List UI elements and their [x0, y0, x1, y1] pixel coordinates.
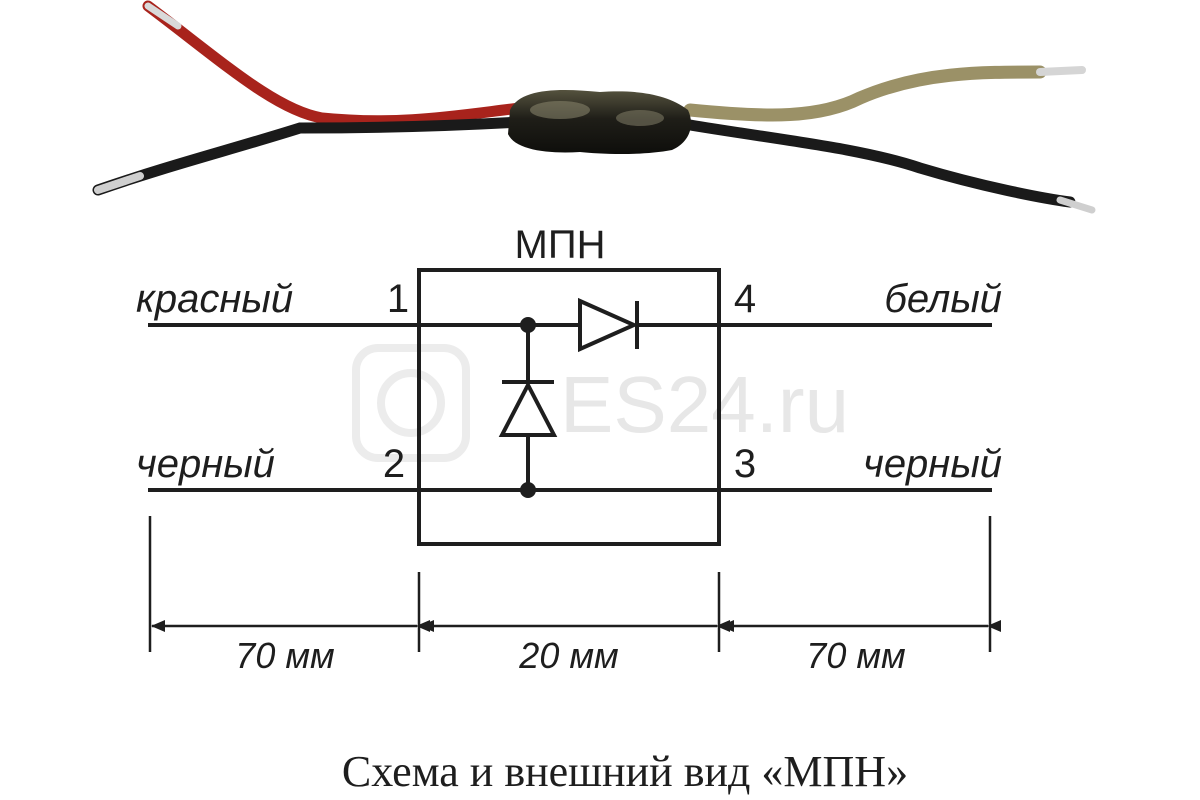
pin-1: 1	[387, 277, 409, 321]
dimension-label-left: 70 мм	[235, 635, 334, 676]
schematic: МПН красный черный белый черный 1 2 3 4	[136, 223, 1002, 546]
dimension-label-middle: 20 мм	[518, 635, 618, 676]
pin-4: 4	[734, 277, 756, 321]
dimension-label-right: 70 мм	[806, 635, 905, 676]
component-box	[417, 268, 721, 546]
watermark-logo-icon	[352, 344, 470, 462]
red-wire	[142, 0, 526, 127]
beige-wire-tip	[1036, 66, 1086, 76]
component-photo	[92, 0, 1096, 214]
red-wire-tip	[144, 2, 182, 30]
pin-3: 3	[734, 442, 756, 486]
component-title: МПН	[515, 223, 606, 267]
shunt-diode-symbol	[498, 380, 558, 437]
pin-2: 2	[383, 442, 405, 486]
label-top-right: белый	[884, 277, 1002, 321]
series-diode-triangle	[578, 297, 639, 353]
component-body	[508, 89, 692, 154]
watermark-logo-icon	[377, 369, 445, 437]
series-diode-symbol	[578, 297, 639, 353]
black-wire-left	[92, 116, 526, 196]
label-bottom-right: черный	[863, 442, 1002, 486]
beige-wire	[683, 65, 1047, 122]
dimension-lines: 70 мм 20 мм 70 мм	[148, 516, 1001, 676]
shunt-diode-triangle	[498, 380, 558, 437]
label-top-left: красный	[136, 277, 293, 321]
body-highlight	[616, 110, 664, 126]
body-highlight	[530, 101, 590, 119]
watermark-text: ES24.ru	[560, 360, 849, 449]
black-wire-left-tip	[94, 172, 144, 194]
black-wire-right	[684, 119, 1076, 208]
label-bottom-left: черный	[136, 442, 275, 486]
black-wire-right-tip	[1056, 196, 1096, 214]
junction-dot-bottom	[520, 482, 536, 498]
figure-caption: Схема и внешний вид «МПН»	[342, 747, 908, 796]
junction-dot-top	[520, 317, 536, 333]
watermark: ES24.ru	[352, 344, 849, 462]
